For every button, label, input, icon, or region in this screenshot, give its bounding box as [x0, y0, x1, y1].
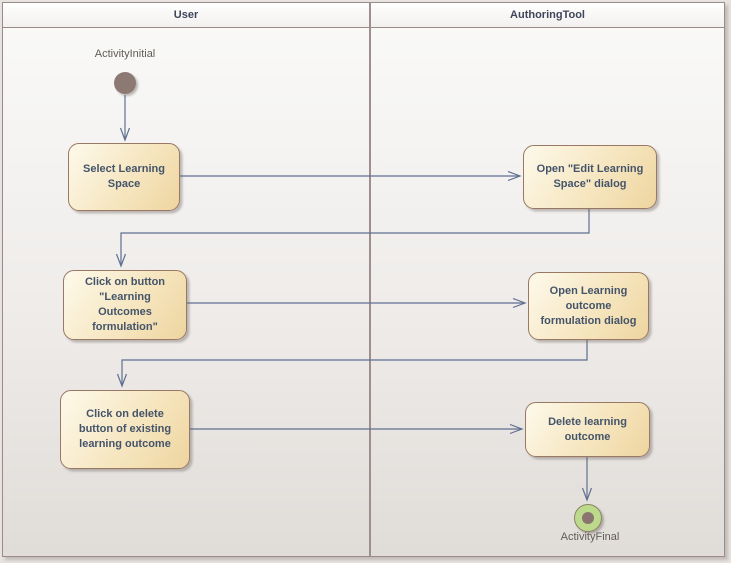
action-label: Click on delete button of existing learn… [78, 408, 172, 450]
final-node-label: ActivityFinal [560, 531, 620, 543]
lane-title-user: User [173, 9, 199, 21]
action-open-edit-learning-space-dialog[interactable]: Open "Edit Learning Space" dialog [523, 145, 657, 209]
activity-final-inner-dot [582, 512, 594, 524]
initial-node-label: ActivityInitial [94, 48, 156, 60]
lane-divider [369, 27, 371, 556]
activity-final-node[interactable] [574, 504, 602, 532]
lane-title-authoringtool: AuthoringTool [510, 9, 585, 21]
edge-open-outcome-to-click-delete[interactable] [122, 339, 588, 386]
action-click-learning-outcomes-button[interactable]: Click on button "Learning Outcomes formu… [63, 270, 187, 340]
action-label: Click on button "Learning Outcomes formu… [84, 276, 166, 333]
action-label: Open "Edit Learning Space" dialog [536, 163, 644, 190]
action-label: Select Learning Space [83, 163, 165, 190]
lane-header-user[interactable]: User [3, 3, 371, 27]
edge-open-edit-to-click-button[interactable] [121, 208, 590, 266]
activity-initial-node[interactable] [114, 72, 136, 94]
lane-header-authoringtool[interactable]: AuthoringTool [371, 3, 724, 27]
action-open-learning-outcome-formulation-dialog[interactable]: Open Learning outcome formulation dialog [528, 272, 649, 340]
action-click-delete-button[interactable]: Click on delete button of existing learn… [60, 390, 190, 469]
swimlane-header-row: User AuthoringTool [3, 3, 724, 28]
action-delete-learning-outcome[interactable]: Delete learning outcome [525, 402, 650, 457]
action-select-learning-space[interactable]: Select Learning Space [68, 143, 180, 211]
action-label: Delete learning outcome [548, 415, 627, 443]
action-label: Open Learning outcome formulation dialog [540, 284, 637, 327]
